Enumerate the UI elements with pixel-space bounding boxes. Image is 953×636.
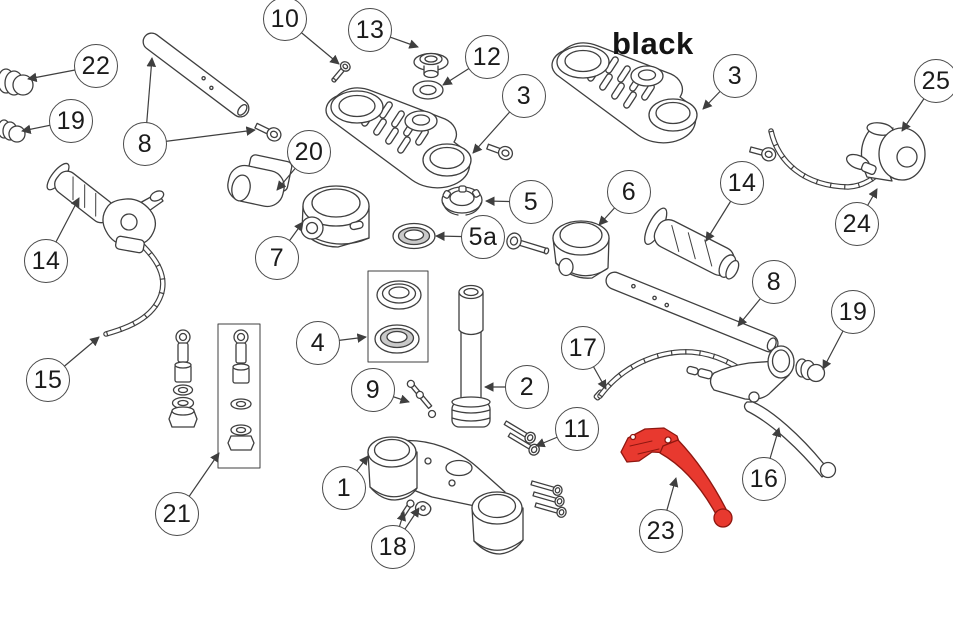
callout-7: 7 [255, 236, 299, 280]
part-top-triple-clamp [325, 87, 472, 189]
callout-20: 20 [287, 130, 331, 174]
callout-21: 21 [155, 492, 199, 536]
part-stem-nut [413, 52, 449, 79]
callout-17: 17 [561, 326, 605, 370]
part-fastener-kit-box [217, 323, 261, 469]
callout-22: 22 [74, 44, 118, 88]
part-handlebar-tube-left [142, 32, 250, 118]
part-bar-end-plug-large [0, 68, 34, 96]
callout-14: 14 [24, 239, 68, 283]
callout-11: 11 [555, 407, 599, 451]
part-bearing-kit [367, 270, 429, 363]
color-note-label: black [612, 26, 694, 61]
callout-19: 19 [831, 290, 875, 334]
part-adjuster-screws [406, 379, 437, 419]
part-steering-stem [451, 284, 491, 428]
part-clamp-bolts-pair [503, 420, 540, 456]
part-brake-cable-left [103, 240, 166, 337]
part-steering-lock-nut [441, 185, 483, 216]
part-washer [412, 80, 444, 100]
callout-3: 3 [713, 54, 757, 98]
part-bar-mount-bolt [506, 232, 550, 255]
part-clamp-bolt-right [749, 146, 777, 162]
callout-10: 10 [263, 0, 307, 41]
part-grip-right [644, 207, 740, 280]
callout-16: 16 [742, 457, 786, 501]
callout-5a: 5a [461, 215, 505, 259]
part-cable-guide [227, 154, 293, 208]
callout-4: 4 [296, 321, 340, 365]
callout-14: 14 [720, 161, 764, 205]
callout-6: 6 [607, 170, 651, 214]
callout-5: 5 [509, 180, 553, 224]
callout-9: 9 [351, 368, 395, 412]
part-lever-red-highlighted [620, 427, 733, 528]
callout-24: 24 [835, 202, 879, 246]
callout-15: 15 [26, 358, 70, 402]
part-clamp-bolt-mid [486, 143, 514, 161]
part-small-bolt-10 [331, 61, 351, 83]
callout-18: 18 [371, 525, 415, 569]
part-grip-throttle-assembly-left [46, 162, 165, 254]
part-bottom-triple-clamp [367, 436, 524, 555]
callout-19: 19 [49, 99, 93, 143]
callout-2: 2 [505, 365, 549, 409]
callout-3: 3 [502, 74, 546, 118]
part-fastener-stack-left [168, 329, 198, 428]
callout-12: 12 [465, 35, 509, 79]
part-clamp-ring [300, 185, 370, 248]
callout-1: 1 [322, 466, 366, 510]
part-handlebar-bolt-left [254, 122, 282, 142]
callout-8: 8 [123, 122, 167, 166]
part-bar-end-plug-small-left [0, 119, 26, 143]
part-clamp-bolts-triple [530, 480, 567, 518]
callout-8: 8 [752, 260, 796, 304]
part-lever-assembly [686, 345, 837, 479]
part-bar-end-plug-small-right [795, 358, 826, 383]
callout-25: 25 [914, 59, 953, 103]
part-throttle-switch-assembly [845, 122, 926, 182]
callout-13: 13 [348, 8, 392, 52]
callout-23: 23 [639, 509, 683, 553]
part-bar-mount-clamp [552, 220, 610, 279]
part-seal-washer [392, 222, 436, 250]
leader-lines [21, 18, 937, 548]
